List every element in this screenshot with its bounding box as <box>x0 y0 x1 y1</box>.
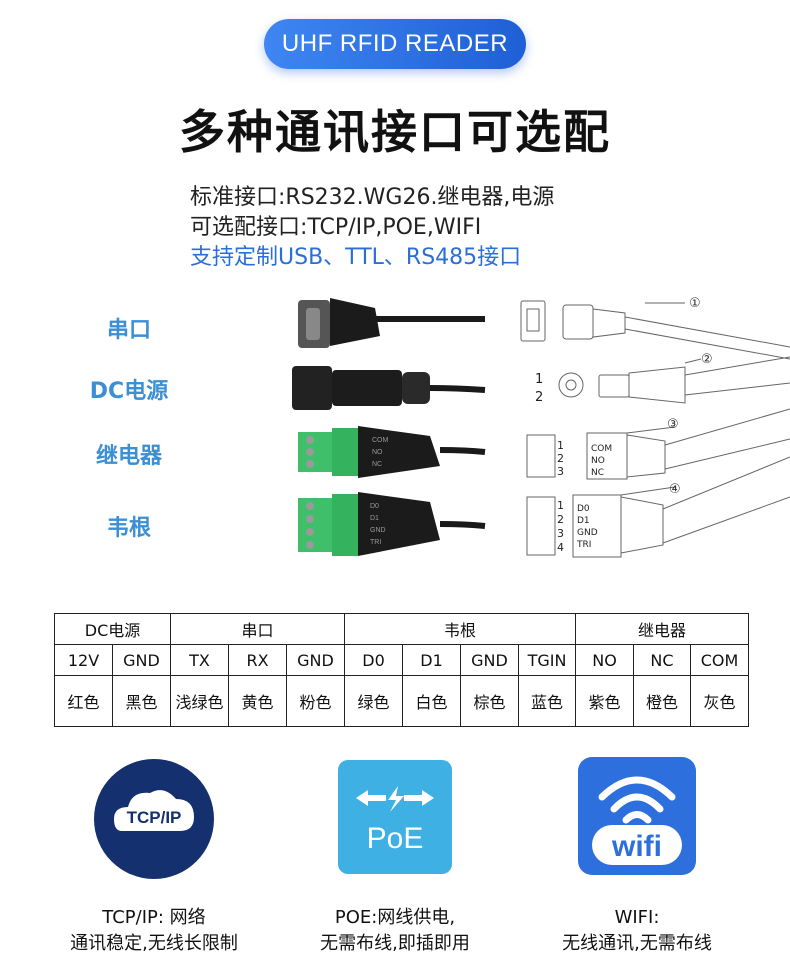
table-cell: 粉色 <box>286 675 345 727</box>
tcp-ip-icon-text: TCP/IP <box>127 808 182 827</box>
wiegand-term-2: 2 <box>557 513 564 526</box>
group-wiegand: 韦根 <box>344 613 576 645</box>
table-group-row: DC电源 串口 韦根 继电器 <box>54 613 749 645</box>
marker-3: ③ <box>667 417 679 432</box>
caption-poe-line1: POE:网线供电, <box>334 907 456 928</box>
wifi-icon-text: wifi <box>611 830 662 863</box>
wiegand-pin-d0: D0 <box>370 503 379 510</box>
table-cell: 棕色 <box>460 675 519 727</box>
marker-2: ② <box>701 352 713 367</box>
cable-photos: COM NO NC D0 D1 GND TRI <box>292 298 486 556</box>
spec-custom: 支持定制USB、TTL、RS485接口 <box>190 245 522 270</box>
table-cell: D0 <box>344 644 403 676</box>
table-cell: RX <box>228 644 287 676</box>
wiegand-term-1: 1 <box>557 499 564 512</box>
poe-icon-text: PoE <box>367 822 424 855</box>
table-cell: 蓝色 <box>518 675 576 727</box>
label-wiegand: 韦根 <box>106 516 151 541</box>
product-badge: UHF RFID READER <box>264 19 526 69</box>
label-serial: 串口 <box>106 318 151 343</box>
relay-term-1: 1 <box>557 439 564 452</box>
table-cell: 紫色 <box>575 675 634 727</box>
group-dc-power: DC电源 <box>54 613 171 645</box>
table-color-row: 红色 黑色 浅绿色 黄色 粉色 绿色 白色 棕色 蓝色 紫色 橙色 灰色 <box>54 675 749 727</box>
table-cell: 绿色 <box>344 675 403 727</box>
diagram-wiegand-tri: TRI <box>576 540 591 550</box>
caption-wifi-line1: WIFI: <box>614 907 660 928</box>
table-cell: GND <box>112 644 171 676</box>
dc-barrel-image <box>292 366 486 410</box>
dc-pin-2: 2 <box>535 390 543 405</box>
label-dc-power: DC电源 <box>89 379 169 404</box>
marker-4: ④ <box>669 482 681 497</box>
table-cell: NC <box>633 644 691 676</box>
table-cell: 灰色 <box>690 675 749 727</box>
relay-term-3: 3 <box>557 465 564 478</box>
diagram-wiegand-d1: D1 <box>577 516 590 526</box>
wifi-icon: wifi <box>578 757 696 875</box>
wiegand-terminal-image: D0 D1 GND TRI <box>298 492 486 556</box>
table-cell: GND <box>460 644 519 676</box>
relay-terminal-image: COM NO NC <box>298 426 486 478</box>
diagram-relay-no: NO <box>591 456 605 466</box>
db9-connector-image <box>298 298 485 348</box>
table-cell: TGIN <box>518 644 576 676</box>
relay-pin-no: NO <box>372 449 383 456</box>
table-cell: GND <box>286 644 345 676</box>
pin-color-table: DC电源 串口 韦根 继电器 12V GND TX RX GND D0 D1 G… <box>54 613 749 727</box>
table-cell: TX <box>170 644 229 676</box>
marker-1: ① <box>689 296 701 311</box>
diagram-wiegand-gnd: GND <box>577 528 598 538</box>
table-cell: 黑色 <box>112 675 171 727</box>
poe-icon: PoE <box>338 760 452 874</box>
spec-optional: 可选配接口:TCP/IP,POE,WIFI <box>190 215 482 240</box>
diagram-wiegand-d0: D0 <box>577 504 590 514</box>
table-cell: 黄色 <box>228 675 287 727</box>
table-cell: 红色 <box>54 675 113 727</box>
caption-wifi-line2: 无线通讯,无需布线 <box>562 933 712 954</box>
relay-pin-nc: NC <box>372 461 382 468</box>
spec-standard: 标准接口:RS232.WG26.继电器,电源 <box>190 185 555 210</box>
table-cell: D1 <box>402 644 461 676</box>
table-cell: COM <box>690 644 749 676</box>
wiegand-pin-d1: D1 <box>370 515 379 522</box>
wiegand-term-3: 3 <box>557 527 564 540</box>
dc-pin-1: 1 <box>535 372 543 387</box>
table-cell: 12V <box>54 644 113 676</box>
table-cell: NO <box>575 644 634 676</box>
table-cell: 白色 <box>402 675 461 727</box>
caption-wifi: WIFI: 无线通讯,无需布线 <box>530 905 744 957</box>
diagram-relay-nc: NC <box>591 468 604 478</box>
label-relay: 继电器 <box>95 444 162 469</box>
wiegand-pin-gnd: GND <box>370 527 386 534</box>
group-relay: 继电器 <box>575 613 749 645</box>
group-serial: 串口 <box>170 613 345 645</box>
diagram-relay-com: COM <box>591 444 612 454</box>
caption-tcp-ip-line2: 通讯稳定,无线长限制 <box>70 933 238 954</box>
wiring-line-diagram: ① ② ③ ④ 1 2 1 2 3 COM NO NC 1 2 3 4 D0 D… <box>520 296 790 558</box>
table-cell: 浅绿色 <box>170 675 229 727</box>
wiegand-pin-tri: TRI <box>370 539 381 546</box>
relay-term-2: 2 <box>557 452 564 465</box>
caption-poe-line2: 无需布线,即插即用 <box>320 933 470 954</box>
table-cell: 橙色 <box>633 675 691 727</box>
caption-tcp-ip: TCP/IP: 网络 通讯稳定,无线长限制 <box>40 905 268 957</box>
page-title: 多种通讯接口可选配 <box>179 105 611 159</box>
tcp-ip-icon: TCP/IP <box>94 759 214 879</box>
caption-poe: POE:网线供电, 无需布线,即插即用 <box>290 905 500 957</box>
relay-pin-com: COM <box>372 437 389 444</box>
wiegand-term-4: 4 <box>557 541 564 554</box>
table-pin-row: 12V GND TX RX GND D0 D1 GND TGIN NO NC C… <box>54 644 749 676</box>
caption-tcp-ip-line1: TCP/IP: 网络 <box>102 907 206 928</box>
